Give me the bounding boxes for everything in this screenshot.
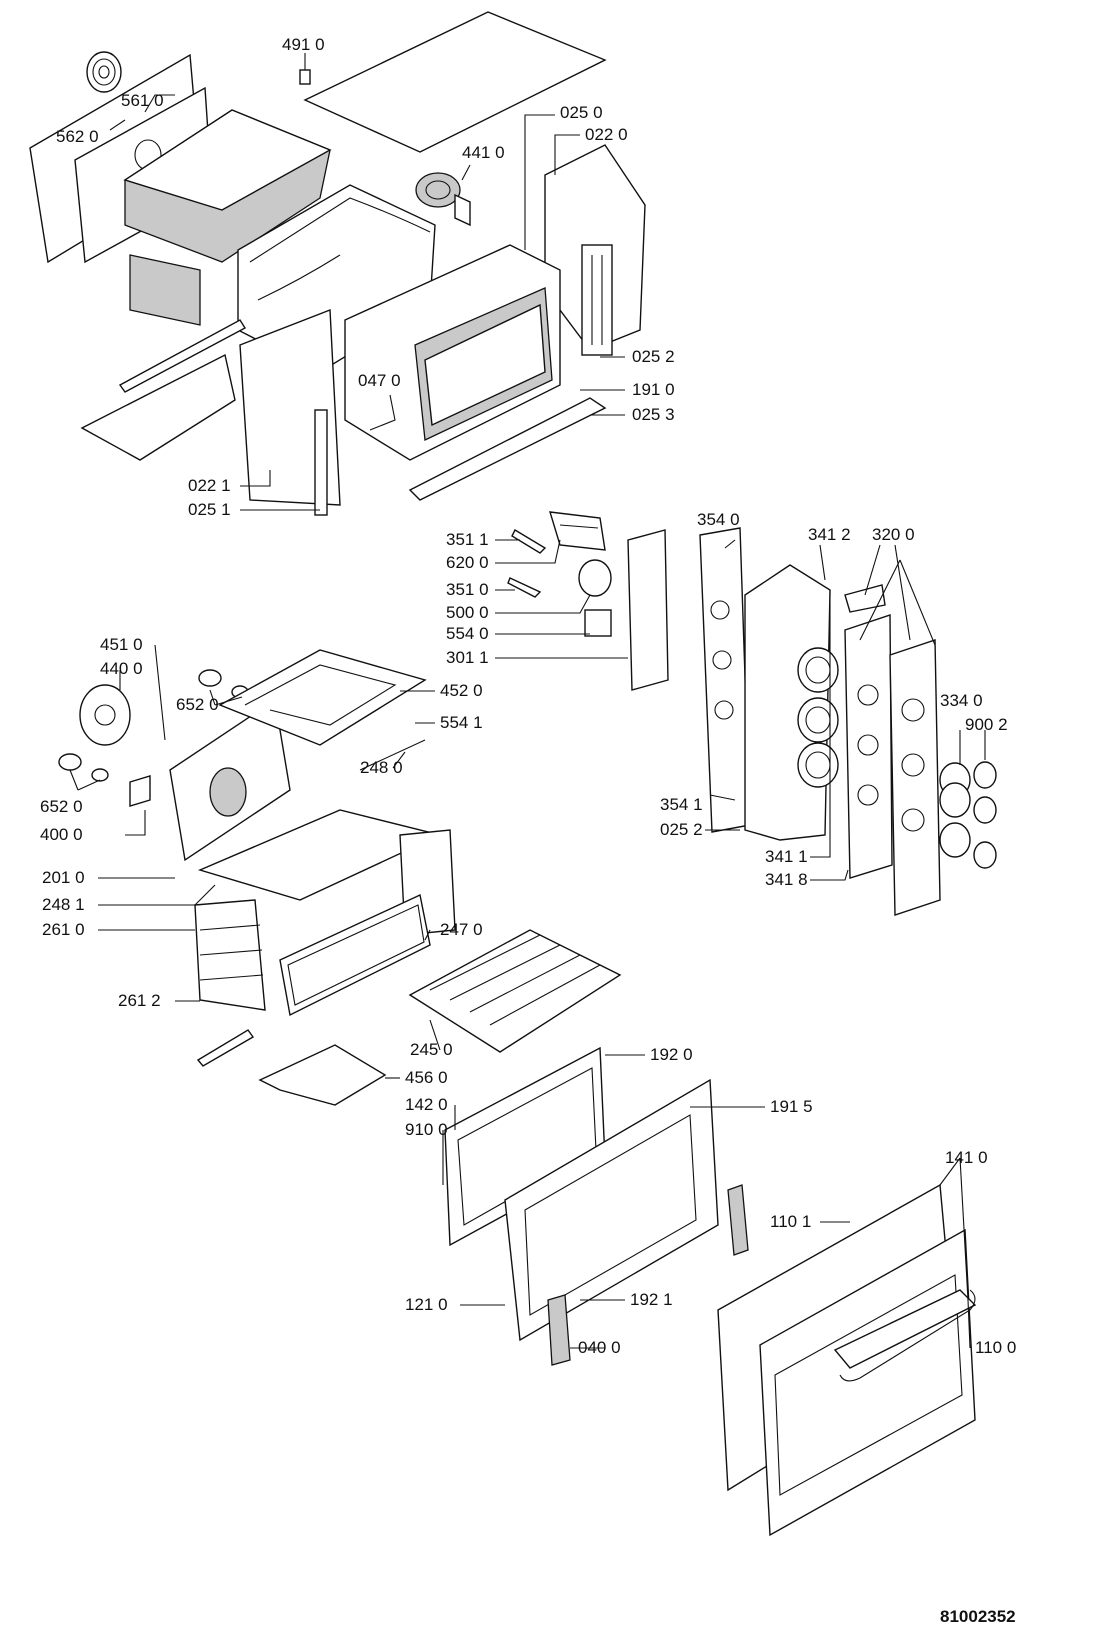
label-261-2: 261 2	[118, 991, 161, 1010]
label-025-2-mid: 025 2	[660, 820, 703, 839]
label-400-0: 400 0	[40, 825, 83, 844]
label-554-1: 554 1	[440, 713, 483, 732]
label-351-1: 351 1	[446, 530, 489, 549]
side-panel-left	[239, 308, 341, 516]
label-561-0: 561 0	[121, 91, 164, 110]
door-hinges	[547, 1184, 749, 1366]
bottom-heating-element	[258, 1044, 387, 1106]
label-354-0: 354 0	[697, 510, 740, 529]
control-housing	[744, 564, 839, 841]
label-910-0: 910 0	[405, 1120, 448, 1139]
label-341-2: 341 2	[808, 525, 851, 544]
label-022-0: 022 0	[585, 125, 628, 144]
label-025-0: 025 0	[560, 103, 603, 122]
door-handle	[839, 1289, 976, 1382]
label-452-0: 452 0	[440, 681, 483, 700]
label-141-0: 141 0	[945, 1148, 988, 1167]
label-192-1: 192 1	[630, 1290, 673, 1309]
control-knobs	[939, 761, 997, 869]
base-tray	[80, 319, 246, 461]
label-334-0: 334 0	[940, 691, 983, 710]
bottom-rail	[408, 397, 607, 501]
door-outer-panel	[717, 1183, 977, 1537]
timer-module	[549, 511, 606, 551]
insulation-box	[123, 109, 332, 326]
label-451-0: 451 0	[100, 635, 143, 654]
label-354-1: 354 1	[660, 795, 703, 814]
switch-rods	[507, 529, 547, 598]
label-022-1: 022 1	[188, 476, 231, 495]
leader-lines	[69, 53, 986, 1349]
side-rail-lower	[196, 1029, 255, 1067]
baking-tray	[279, 893, 431, 1017]
label-440-0: 440 0	[100, 659, 143, 678]
label-245-0: 245 0	[410, 1040, 453, 1059]
label-341-1: 341 1	[765, 847, 808, 866]
part-labels: 491 0 561 0 562 0 025 0 022 0 441 0 025 …	[40, 35, 1016, 1626]
label-142-0: 142 0	[405, 1095, 448, 1114]
label-248-0: 248 0	[360, 758, 403, 777]
label-025-1: 025 1	[188, 500, 231, 519]
lamp-holders	[58, 669, 249, 782]
label-248-1: 248 1	[42, 895, 85, 914]
label-351-0: 351 0	[446, 580, 489, 599]
label-456-0: 456 0	[405, 1068, 448, 1087]
control-board	[699, 527, 751, 833]
label-341-8: 341 8	[765, 870, 808, 889]
label-554-0: 554 0	[446, 624, 489, 643]
label-441-0: 441 0	[462, 143, 505, 162]
label-201-0: 201 0	[42, 868, 85, 887]
selector-switch	[578, 559, 612, 637]
label-047-0: 047 0	[358, 371, 401, 390]
drawing-code: 81002352	[940, 1607, 1016, 1626]
label-261-0: 261 0	[42, 920, 85, 939]
label-121-0: 121 0	[405, 1295, 448, 1314]
front-control-panels	[844, 584, 941, 916]
side-panel-right	[544, 144, 646, 356]
label-620-0: 620 0	[446, 553, 489, 572]
label-025-3: 025 3	[632, 405, 675, 424]
label-562-0: 562 0	[56, 127, 99, 146]
top-cover-panel	[303, 11, 607, 153]
door-inner-frame	[504, 1078, 719, 1342]
label-247-0: 247 0	[440, 920, 483, 939]
rear-wall	[169, 698, 291, 862]
label-900-2: 900 2	[965, 715, 1008, 734]
label-491-0: 491 0	[282, 35, 325, 54]
label-191-5: 191 5	[770, 1097, 813, 1116]
label-040-0: 040 0	[578, 1338, 621, 1357]
label-110-0: 110 0	[975, 1338, 1016, 1357]
label-192-0: 192 0	[650, 1045, 693, 1064]
label-320-0: 320 0	[872, 525, 915, 544]
grill-element	[218, 649, 427, 746]
fan-guard	[86, 51, 122, 93]
thermostat-clip	[299, 69, 311, 85]
label-191-0: 191 0	[632, 380, 675, 399]
convection-fan-assembly	[79, 684, 151, 807]
fan-motor	[415, 172, 471, 227]
oven-cavity	[237, 184, 561, 461]
label-652-0-upper: 652 0	[176, 695, 219, 714]
label-652-0-lower: 652 0	[40, 797, 83, 816]
control-bracket	[627, 529, 669, 691]
label-110-1: 110 1	[770, 1212, 811, 1231]
label-025-2-top: 025 2	[632, 347, 675, 366]
label-500-0: 500 0	[446, 603, 489, 622]
wire-shelf	[408, 929, 622, 1053]
label-301-1: 301 1	[446, 648, 489, 667]
